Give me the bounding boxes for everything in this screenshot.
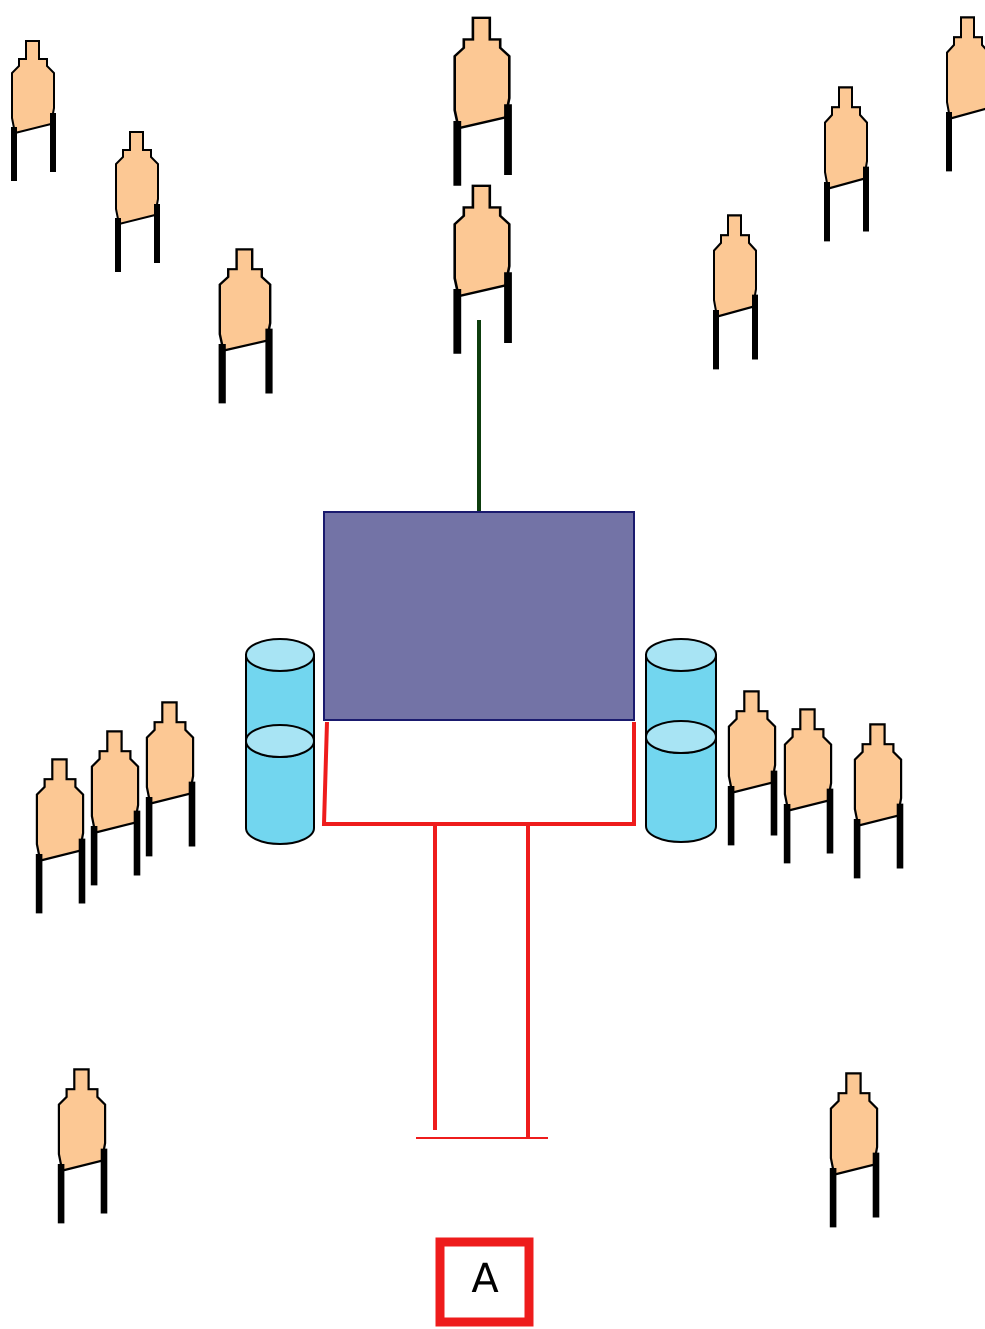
barricade-wall bbox=[323, 511, 635, 721]
target-14 bbox=[855, 724, 901, 878]
target-8 bbox=[947, 17, 985, 171]
target-6 bbox=[714, 215, 756, 369]
target-15 bbox=[59, 1069, 105, 1223]
target-1 bbox=[12, 41, 54, 181]
target-4 bbox=[455, 18, 510, 186]
target-9 bbox=[37, 759, 83, 913]
shooting-box-outline bbox=[321, 721, 636, 826]
target-5 bbox=[455, 186, 510, 354]
targets-mid bbox=[37, 691, 901, 913]
barrel-stack-right bbox=[645, 638, 717, 843]
target-11 bbox=[147, 702, 193, 856]
target-16 bbox=[831, 1073, 877, 1227]
start-position-box: A bbox=[435, 1237, 534, 1327]
targets-near bbox=[59, 1069, 877, 1227]
target-3 bbox=[220, 249, 270, 403]
barrel-stack-left bbox=[245, 638, 315, 845]
target-2 bbox=[116, 132, 158, 272]
start-position-label: A bbox=[471, 1256, 499, 1302]
target-7 bbox=[825, 87, 867, 241]
fault-lines bbox=[321, 721, 636, 1139]
target-12 bbox=[729, 691, 775, 845]
target-13 bbox=[785, 709, 831, 863]
targets-far bbox=[12, 17, 985, 403]
target-10 bbox=[92, 731, 138, 885]
